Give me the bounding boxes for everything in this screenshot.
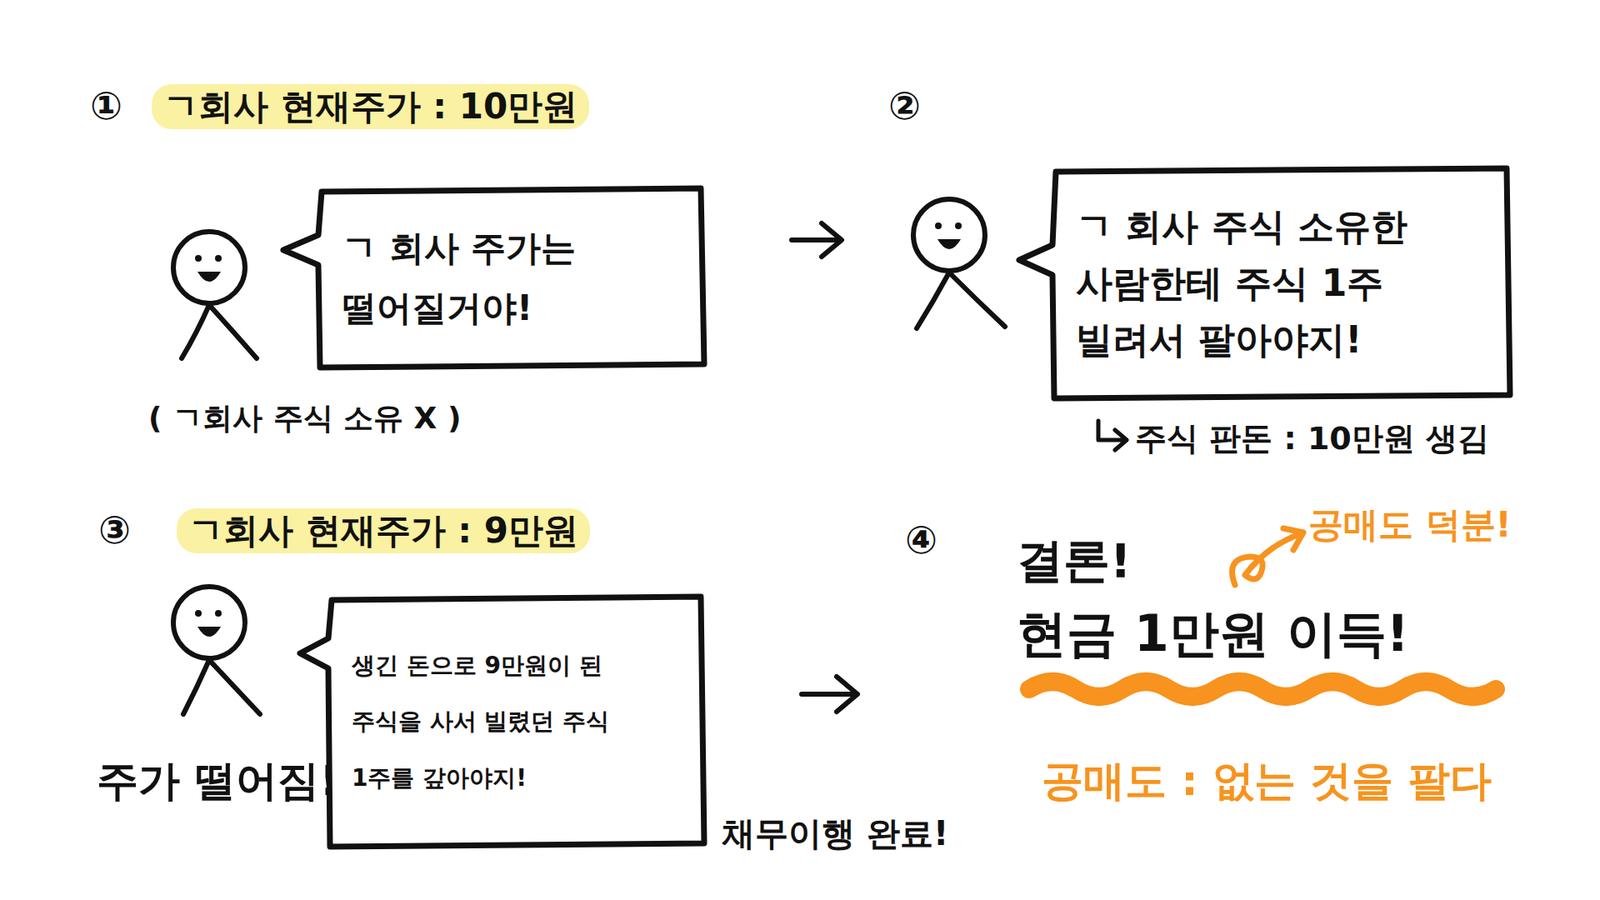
speech-bubble: 생긴 돈으로 9만원이 된 주식을 사서 빌렸던 주식 1주를 갚아야지!	[326, 596, 705, 847]
conclusion-text: 현금 1만원 이득!	[1016, 603, 1410, 664]
callout-number: ②	[888, 83, 921, 130]
bubble-outline-path	[1019, 168, 1510, 399]
note: 채무이행 완료!	[721, 813, 949, 854]
conclusion-heading: 결론!	[1016, 532, 1132, 589]
callout-number: ③	[98, 507, 131, 554]
bubble-text: ㄱ 회사 주식 소유한 사람한테 주식 1주 빌려서 팔아야지!	[1075, 198, 1485, 370]
bubble-text: 생긴 돈으로 9만원이 된 주식을 사서 빌렸던 주식 1주를 갚아야지!	[351, 637, 680, 806]
bubble-outline-path	[300, 596, 705, 847]
curved-arrow	[1232, 528, 1304, 585]
speech-bubble: ㄱ 회사 주가는 떨어질거야!	[316, 188, 705, 368]
orange-note: 공매도 덕분!	[1308, 504, 1512, 546]
highlight-heading: ㄱ회사 현재주가 : 10만원	[151, 84, 590, 130]
wavy-underline	[1029, 681, 1496, 697]
note: 주식 판돈 : 10만원 생김	[1135, 420, 1490, 459]
note: ( ㄱ회사 주식 소유 X )	[148, 400, 461, 436]
panel-arrow	[791, 223, 842, 257]
bubble-outline	[316, 188, 705, 368]
speech-bubble: ㄱ 회사 주식 소유한 사람한테 주식 1주 빌려서 팔아야지!	[1050, 168, 1510, 399]
definition: 공매도 : 없는 것을 팔다	[1041, 755, 1492, 806]
highlight-heading: ㄱ회사 현재주가 : 9만원	[176, 508, 590, 554]
hook-arrow	[1098, 420, 1127, 450]
stick-figure	[913, 199, 1005, 329]
bubble-outline-path	[283, 188, 705, 368]
callout-number: ④	[905, 517, 938, 564]
stick-figure	[173, 231, 257, 359]
exclamation: 주가 떨어짐!	[96, 755, 339, 806]
stick-figure	[173, 586, 260, 715]
bubble-text: ㄱ 회사 주가는 떨어질거야!	[341, 218, 680, 338]
callout-number: ①	[90, 83, 123, 130]
panel-arrow	[801, 676, 858, 712]
